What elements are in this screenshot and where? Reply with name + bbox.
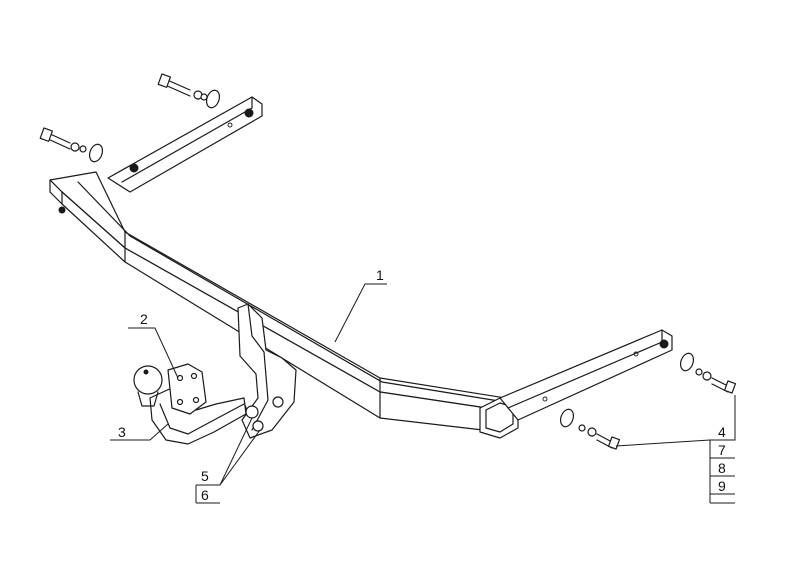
callout-3: 3 (118, 424, 126, 440)
ball-mount-hanger (237, 303, 297, 439)
callout-9: 9 (718, 478, 726, 494)
left-mounting-bracket (107, 96, 263, 193)
callout-4: 4 (718, 424, 726, 440)
callout-2: 2 (140, 311, 148, 327)
left-upper-bolt-set (157, 73, 221, 109)
leader-lines (110, 283, 736, 504)
callout-7: 7 (718, 442, 726, 458)
left-lower-bolt-set (39, 127, 104, 163)
callout-1: 1 (376, 267, 384, 283)
callout-5: 5 (201, 468, 209, 484)
callout-6: 6 (201, 487, 209, 503)
right-upper-bolt-set (679, 352, 737, 394)
tow-ball-neck (133, 363, 247, 445)
right-mounting-bracket (499, 329, 673, 421)
callout-8: 8 (718, 460, 726, 476)
right-lower-bolt-set (559, 408, 621, 450)
